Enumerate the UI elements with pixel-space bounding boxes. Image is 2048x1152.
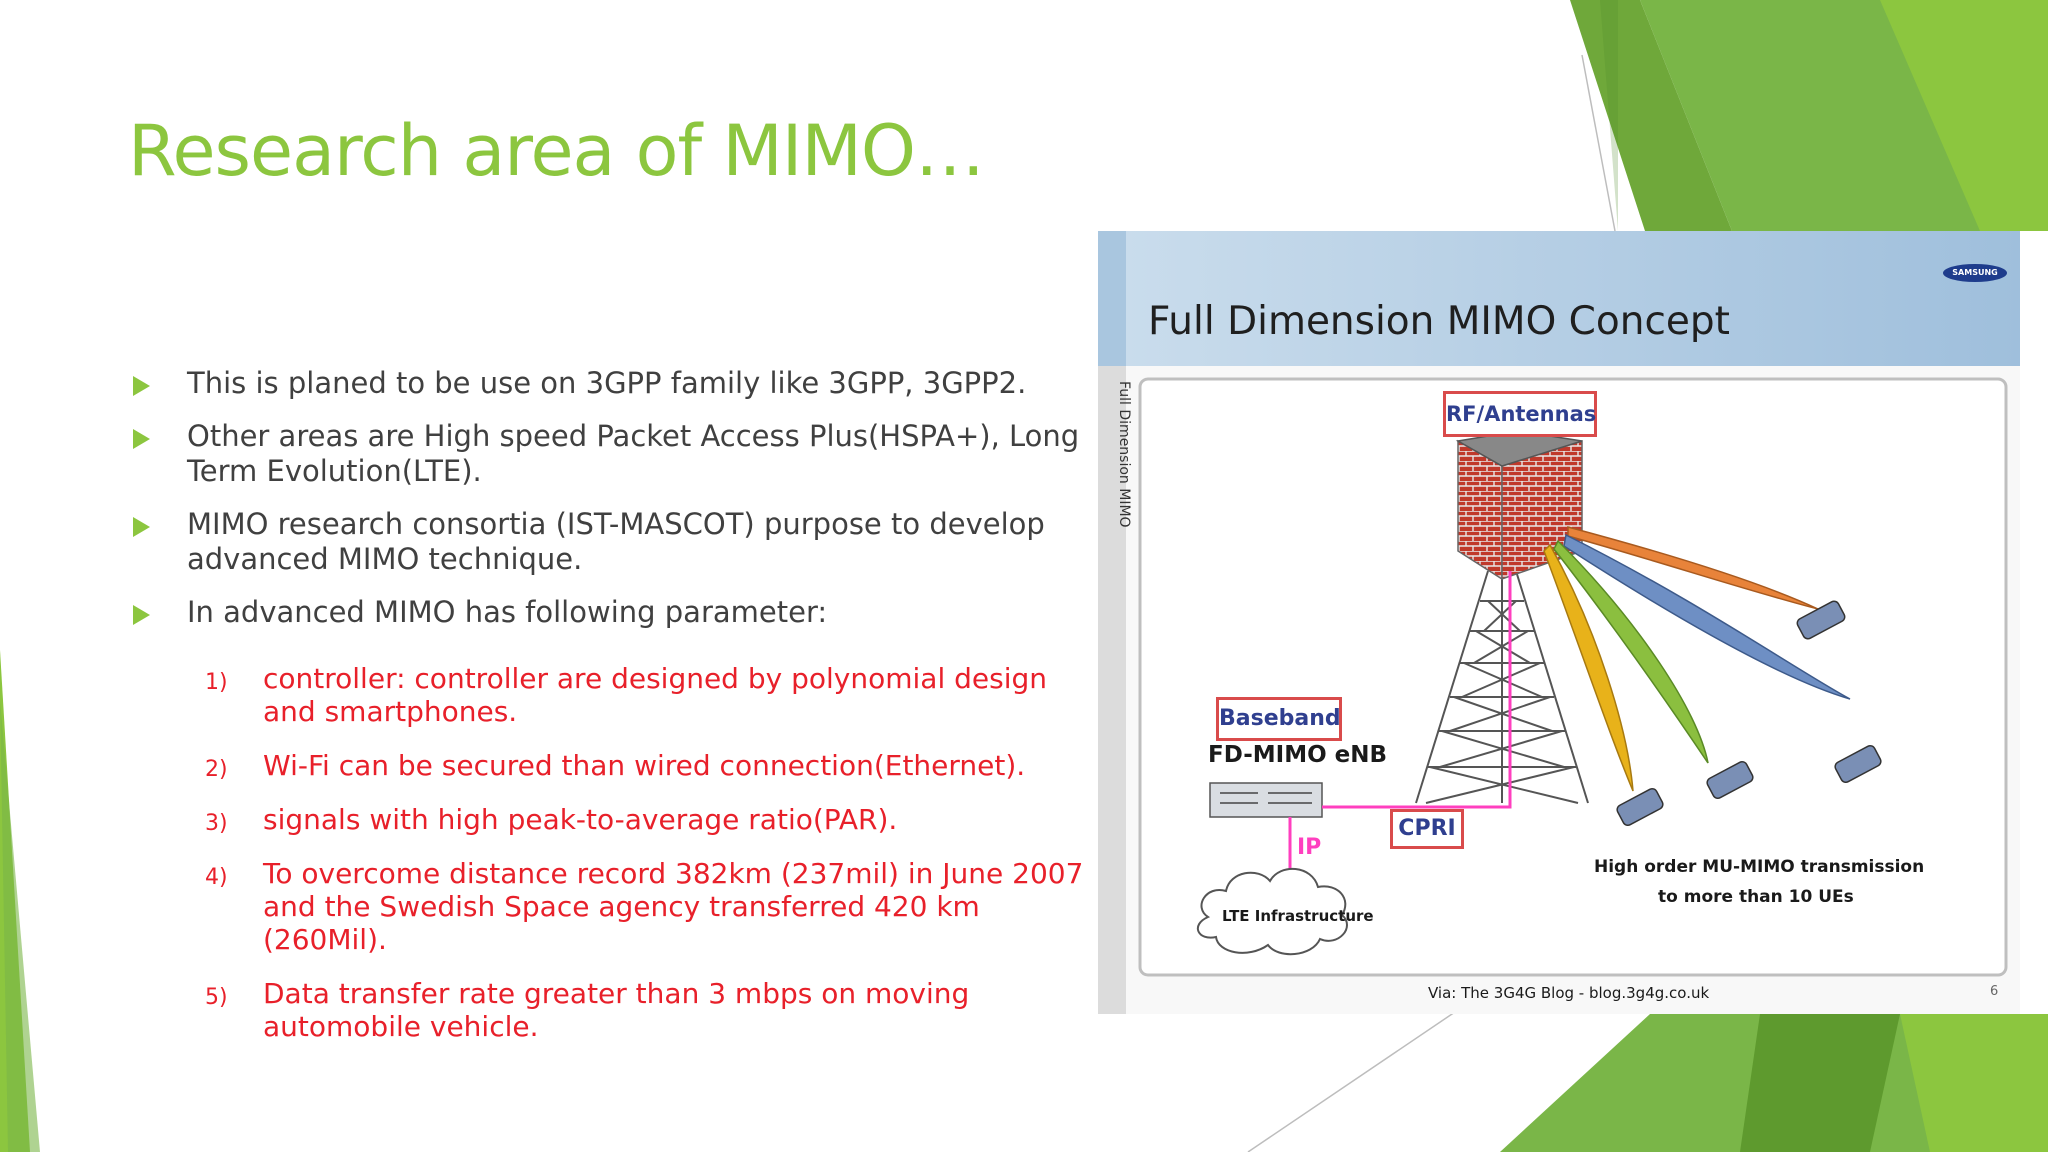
bullet-text: Other areas are High speed Packet Access…	[187, 419, 1080, 488]
triangle-bullet-icon	[133, 605, 150, 625]
slide-title: Research area of MIMO…	[128, 110, 985, 192]
bullet-item: This is planed to be use on 3GPP family …	[130, 366, 1090, 401]
bullet-text: This is planed to be use on 3GPP family …	[187, 366, 1027, 400]
bullet-item: In advanced MIMO has following parameter…	[130, 595, 1090, 630]
mu-mimo-caption-line2: to more than 10 UEs	[1658, 887, 1854, 907]
triangle-bullet-icon	[133, 429, 150, 449]
bullet-text: MIMO research consortia (IST-MASCOT) pur…	[187, 507, 1045, 576]
item-text: signals with high peak-to-average ratio(…	[263, 803, 898, 836]
item-text: Wi-Fi can be secured than wired connecti…	[263, 749, 1026, 782]
cpri-label: CPRI	[1390, 809, 1464, 849]
item-number: 4)	[205, 865, 228, 890]
triangle-bullet-icon	[133, 376, 150, 396]
fd-mimo-enb-label: FD-MIMO eNB	[1208, 742, 1388, 768]
item-text: controller: controller are designed by p…	[263, 662, 1048, 728]
rf-antennas-label: RF/Antennas	[1443, 391, 1597, 437]
baseband-label: Baseband	[1216, 697, 1342, 741]
item-text: Data transfer rate greater than 3 mbps o…	[263, 977, 970, 1043]
bullet-list: This is planed to be use on 3GPP family …	[130, 366, 1090, 648]
parameter-item: 5) Data transfer rate greater than 3 mbp…	[205, 977, 1085, 1043]
figure-heading: Full Dimension MIMO Concept	[1148, 299, 1730, 344]
parameter-list: 1) controller: controller are designed b…	[205, 662, 1085, 1064]
figure-credit: Via: The 3G4G Blog - blog.3g4g.co.uk	[1428, 984, 1710, 1002]
item-text: To overcome distance record 382km (237mi…	[263, 857, 1084, 956]
figure-page-number: 6	[1990, 984, 1999, 999]
bullet-item: Other areas are High speed Packet Access…	[130, 419, 1090, 489]
figure-side-label: Full Dimension MIMO	[1116, 381, 1132, 528]
fd-mimo-figure: Full Dimension MIMO Concept Full Dimensi…	[1098, 231, 2020, 1014]
item-number: 5)	[205, 985, 228, 1010]
parameter-item: 4) To overcome distance record 382km (23…	[205, 857, 1085, 956]
fd-mimo-diagram	[1098, 231, 2020, 1014]
triangle-bullet-icon	[133, 517, 150, 537]
samsung-logo: SAMSUNG	[1943, 264, 2007, 282]
item-number: 3)	[205, 811, 228, 836]
item-number: 2)	[205, 757, 228, 782]
bullet-text: In advanced MIMO has following parameter…	[187, 595, 828, 629]
parameter-item: 2) Wi-Fi can be secured than wired conne…	[205, 749, 1085, 782]
parameter-item: 3) signals with high peak-to-average rat…	[205, 803, 1085, 836]
item-number: 1)	[205, 670, 228, 695]
parameter-item: 1) controller: controller are designed b…	[205, 662, 1085, 728]
mu-mimo-caption-line1: High order MU-MIMO transmission	[1594, 857, 1925, 877]
bullet-item: MIMO research consortia (IST-MASCOT) pur…	[130, 507, 1090, 577]
lte-infrastructure-label: LTE Infrastructure	[1222, 907, 1374, 925]
ip-label: IP	[1297, 835, 1322, 860]
